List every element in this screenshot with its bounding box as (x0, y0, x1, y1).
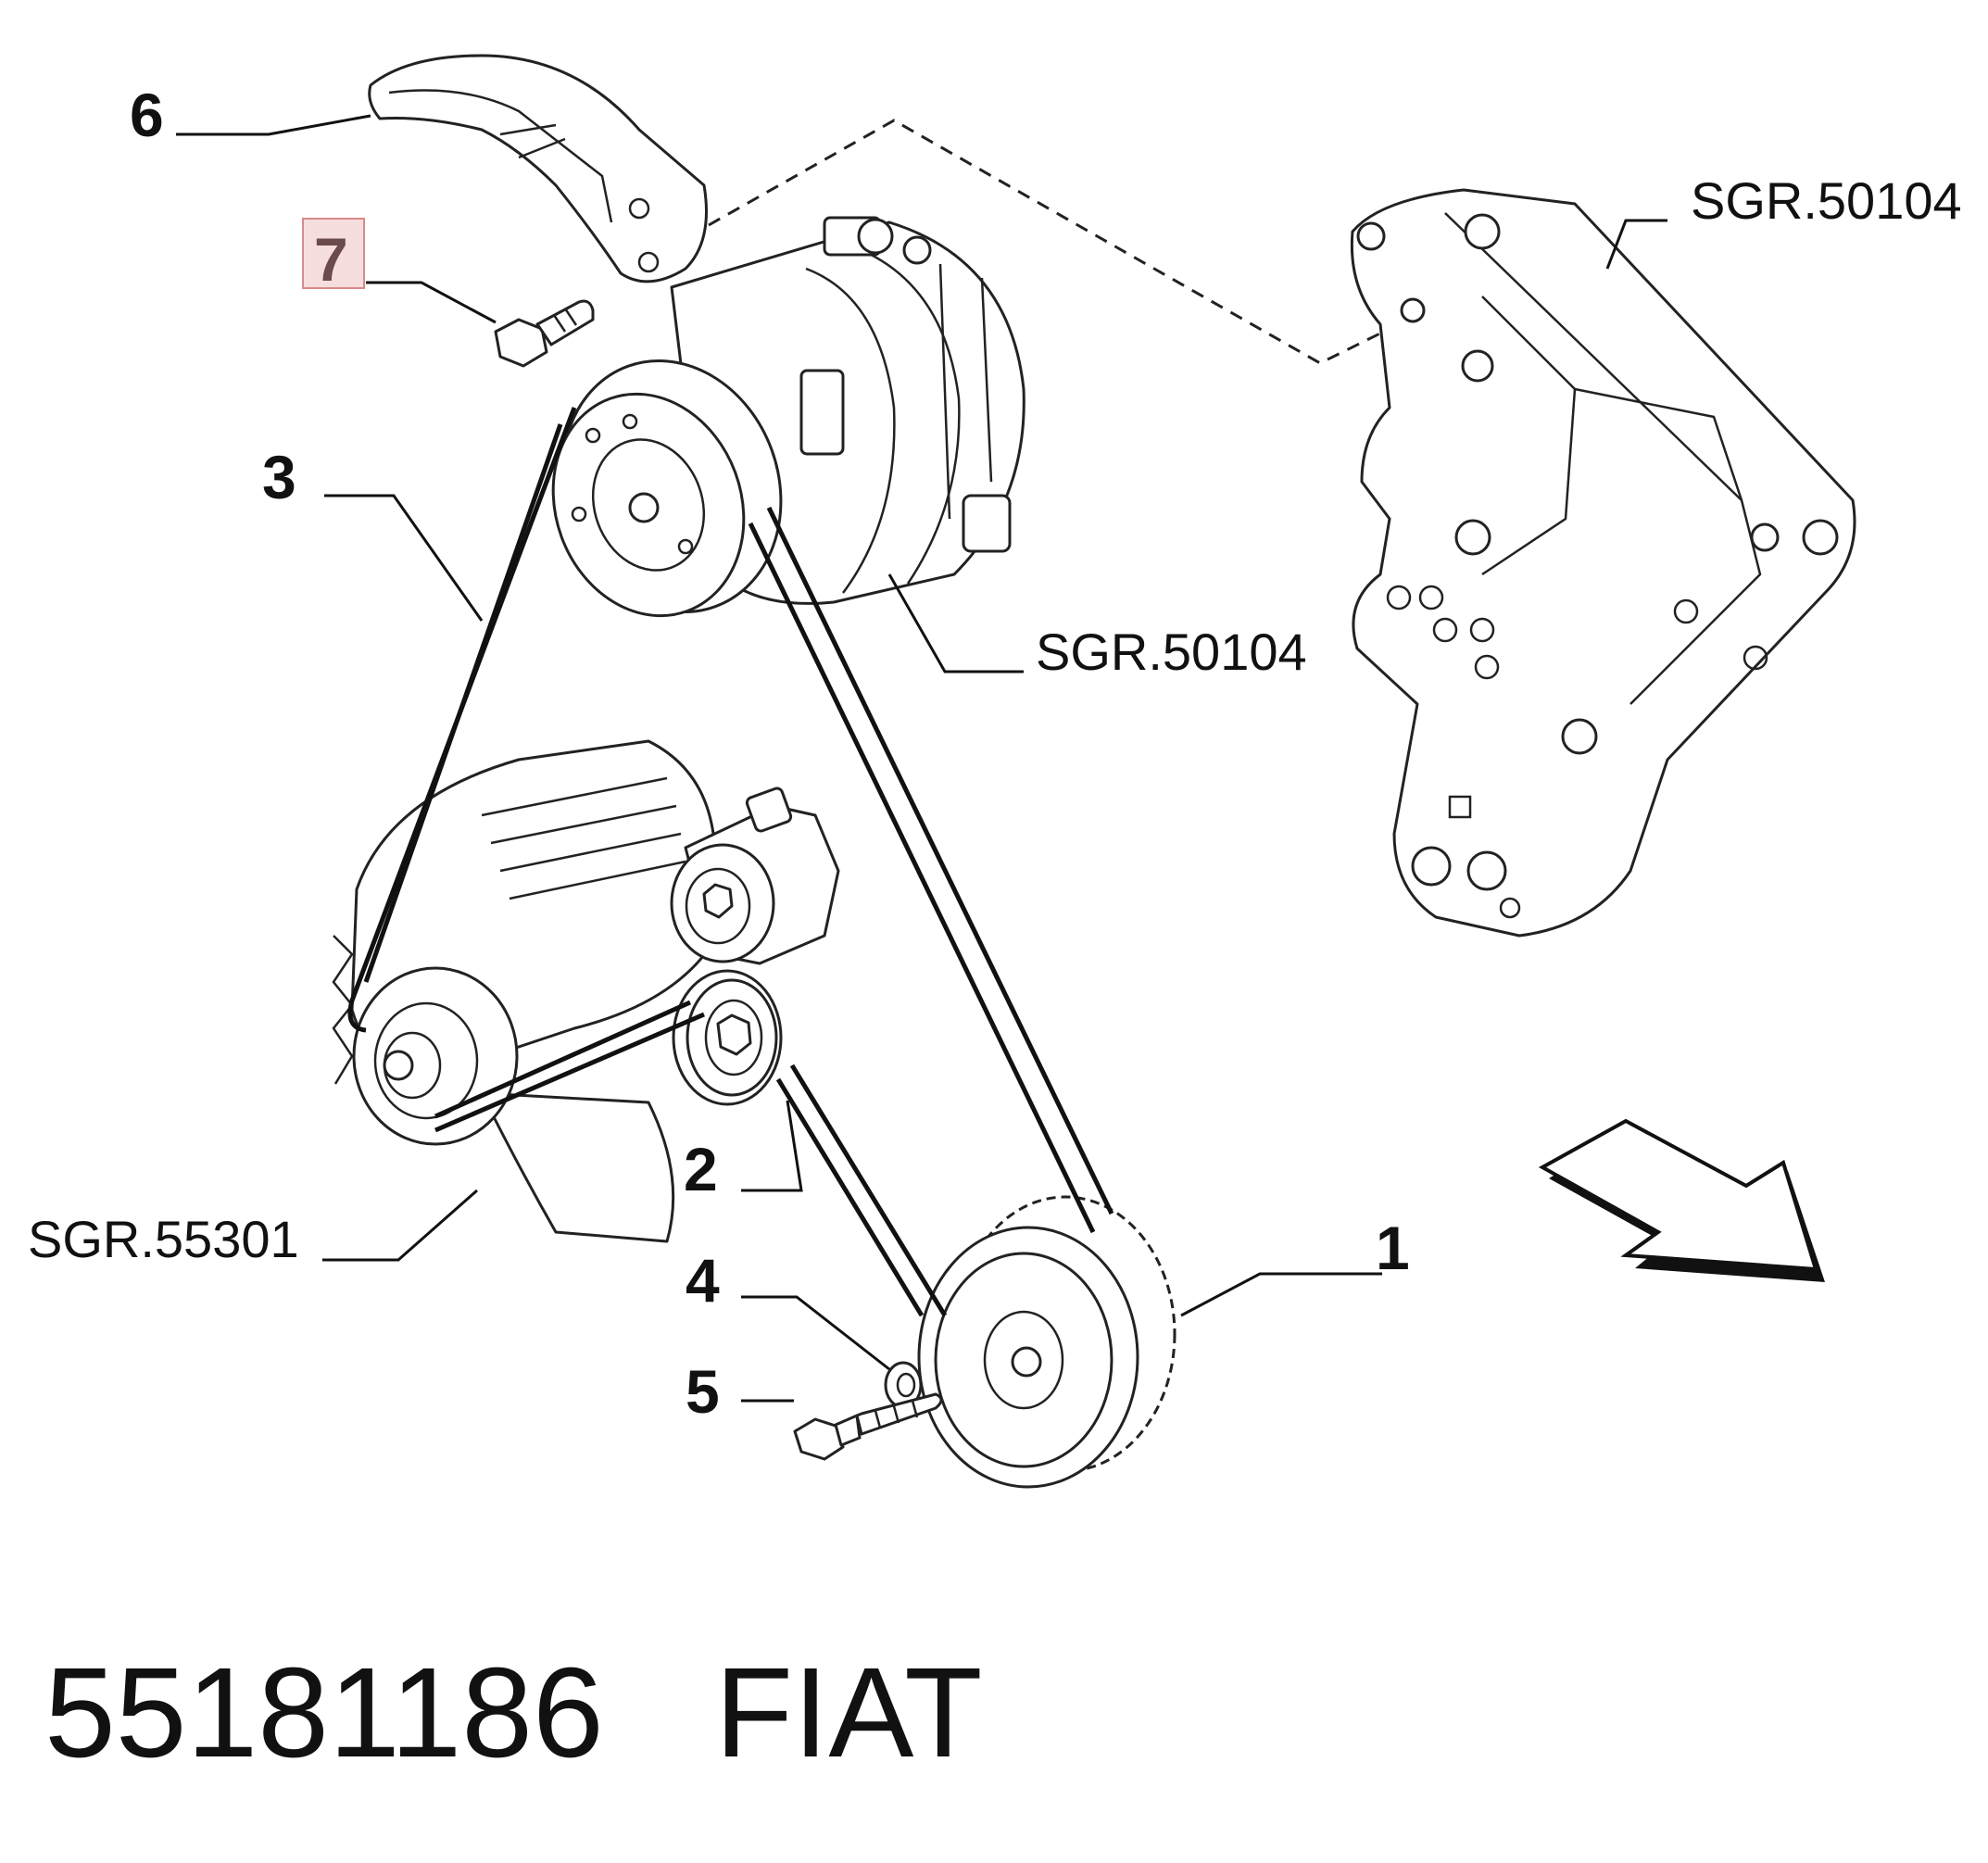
leader-1 (1180, 1272, 1382, 1317)
brand-name: FIAT (714, 1642, 983, 1784)
leader-sgr-compressor (887, 573, 1024, 673)
callout-7-highlight (302, 218, 365, 289)
ref-bracket: SGR.50104 (1691, 171, 1962, 230)
ref-alternator: SGR.55301 (28, 1210, 299, 1268)
leader-sgr-alternator (322, 1189, 478, 1262)
footer: 55181186 FIAT (44, 1640, 983, 1787)
part-7-bolt (494, 299, 595, 368)
belt-tensioner (670, 787, 840, 965)
leader-2 (741, 1100, 803, 1192)
callout-1: 1 (1376, 1214, 1410, 1282)
direction-arrow (1538, 1118, 1825, 1282)
leader-sgr-bracket (1605, 219, 1667, 270)
part-number: 55181186 (44, 1642, 604, 1784)
alternator (332, 739, 724, 1243)
leader-7 (366, 281, 497, 324)
callout-4: 4 (686, 1246, 720, 1315)
part-5-bolt (793, 1392, 943, 1461)
part-2-idler-roller (672, 969, 783, 1106)
callout-5: 5 (686, 1357, 720, 1426)
leader-6 (176, 114, 371, 136)
engine-bracket (1350, 188, 1856, 938)
part-1-crankshaft-pulley (917, 1195, 1176, 1489)
callout-7: 7 (314, 225, 348, 294)
ref-compressor: SGR.50104 (1036, 623, 1307, 681)
part-6-belt-guard (368, 54, 708, 283)
leader-4 (741, 1295, 890, 1371)
callout-6: 6 (130, 81, 164, 149)
part-3-drive-belt (347, 407, 1114, 1317)
callout-3: 3 (262, 443, 296, 511)
compressor-pulley (551, 359, 783, 618)
leader-3 (324, 494, 484, 622)
part-4-washer (884, 1361, 923, 1409)
callout-2: 2 (684, 1135, 718, 1203)
